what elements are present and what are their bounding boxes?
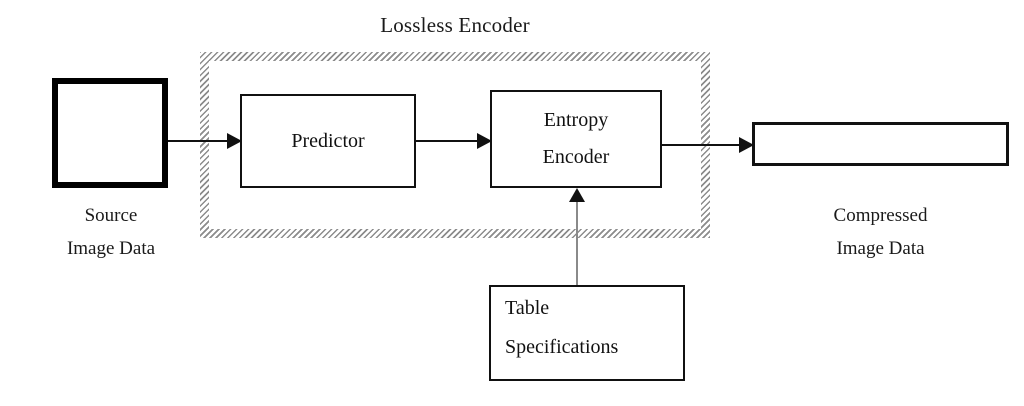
table-specifications-label-line-2: Specifications	[505, 336, 619, 358]
arrow-entropy-encoder-to-compressed-data-head-icon	[739, 137, 754, 153]
compressed-data-label: Compressed Image Data	[742, 206, 1019, 272]
predictor-label: Predictor	[291, 129, 365, 152]
arrow-table-specifications-to-entropy-encoder-line	[576, 200, 578, 285]
predictor-node: Predictor	[240, 94, 416, 188]
entropy-encoder-node: Entropy Encoder	[490, 90, 662, 188]
table-specifications-label-line-1: Table	[505, 297, 550, 319]
table-specifications-node: Table Specifications	[489, 285, 685, 381]
entropy-encoder-label-line-1: Entropy	[543, 109, 609, 131]
page-title: Lossless Encoder	[380, 13, 530, 37]
source-image-label-line-2: Image Data	[66, 237, 156, 259]
arrow-predictor-to-entropy-encoder-line	[416, 140, 490, 142]
arrow-entropy-encoder-to-compressed-data-line	[662, 144, 752, 146]
compressed-data-node	[752, 122, 1009, 166]
source-image-label-line-1: Source	[84, 205, 138, 226]
arrow-table-specifications-to-entropy-encoder-head-icon	[569, 188, 585, 202]
arrow-source-to-predictor-line	[168, 140, 240, 142]
source-image-label: Source Image Data	[0, 206, 222, 272]
arrow-predictor-to-entropy-encoder-head-icon	[477, 133, 492, 149]
entropy-encoder-label-line-2: Encoder	[542, 146, 610, 168]
compressed-data-label-line-2: Image Data	[836, 237, 925, 259]
arrow-source-to-predictor-head-icon	[227, 133, 242, 149]
compressed-data-label-line-1: Compressed	[833, 205, 928, 226]
source-image-node	[52, 78, 168, 188]
